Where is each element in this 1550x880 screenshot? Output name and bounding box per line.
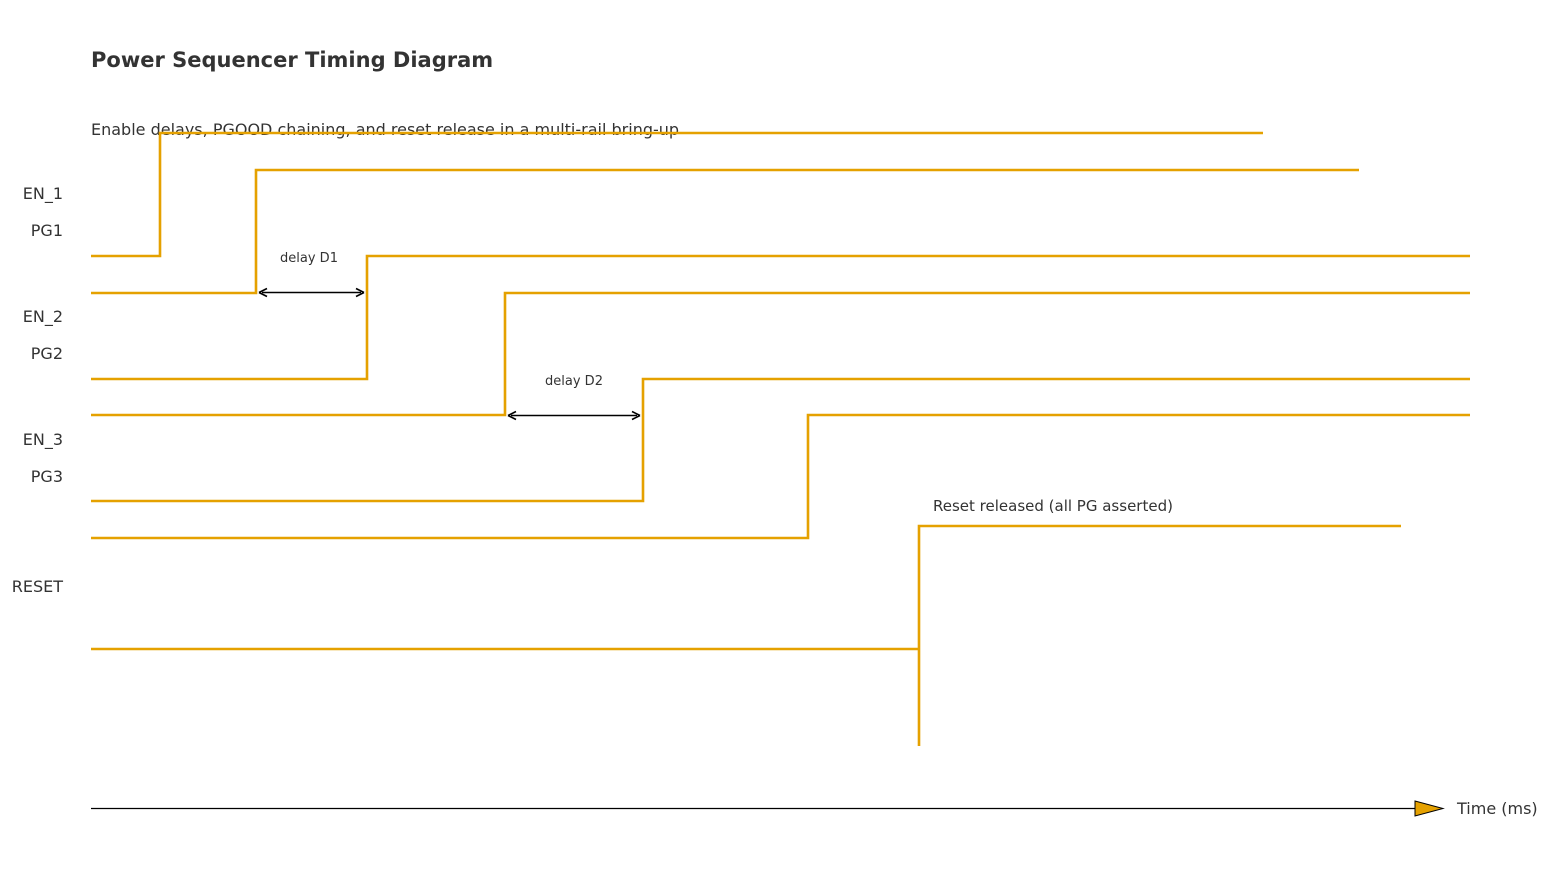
- reset-released-annotation: Reset released (all PG asserted): [933, 497, 1173, 515]
- signal-label-pg3: PG3: [31, 467, 63, 486]
- time-axis-arrowhead-icon: [1414, 800, 1445, 817]
- waveform-pg1: [91, 168, 1359, 295]
- signal-label-en3: EN_3: [23, 430, 63, 450]
- time-axis-label: Time (ms): [1456, 799, 1538, 818]
- waveform-en3: [91, 377, 1470, 503]
- signal-label-en2: EN_2: [23, 307, 63, 327]
- page-subtitle: Enable delays, PGOOD chaining, and reset…: [91, 120, 679, 139]
- delay-d2-arrow-right-icon: [631, 410, 641, 421]
- waveform-en2: [91, 254, 1470, 381]
- delay-d1-marker: [258, 287, 365, 298]
- waveform-pg3: [91, 413, 1470, 540]
- signal-label-pg2: PG2: [31, 344, 63, 363]
- waveform-en1: [91, 131, 1263, 258]
- delay-d2-label: delay D2: [545, 374, 603, 389]
- delay-d2-arrow-left-icon: [507, 410, 517, 421]
- signal-label-en1: EN_1: [23, 184, 63, 204]
- delay-d2-marker: [507, 410, 641, 421]
- delay-d1-arrow-left-icon: [258, 287, 268, 298]
- waveform-pg2: [91, 291, 1470, 417]
- waveform-reset: [91, 524, 1401, 746]
- signal-label-reset: RESET: [12, 577, 63, 596]
- delay-d1-label: delay D1: [280, 251, 338, 266]
- signal-label-pg1: PG1: [31, 221, 63, 240]
- page-title: Power Sequencer Timing Diagram: [91, 48, 493, 72]
- delay-d1-arrow-right-icon: [355, 287, 365, 298]
